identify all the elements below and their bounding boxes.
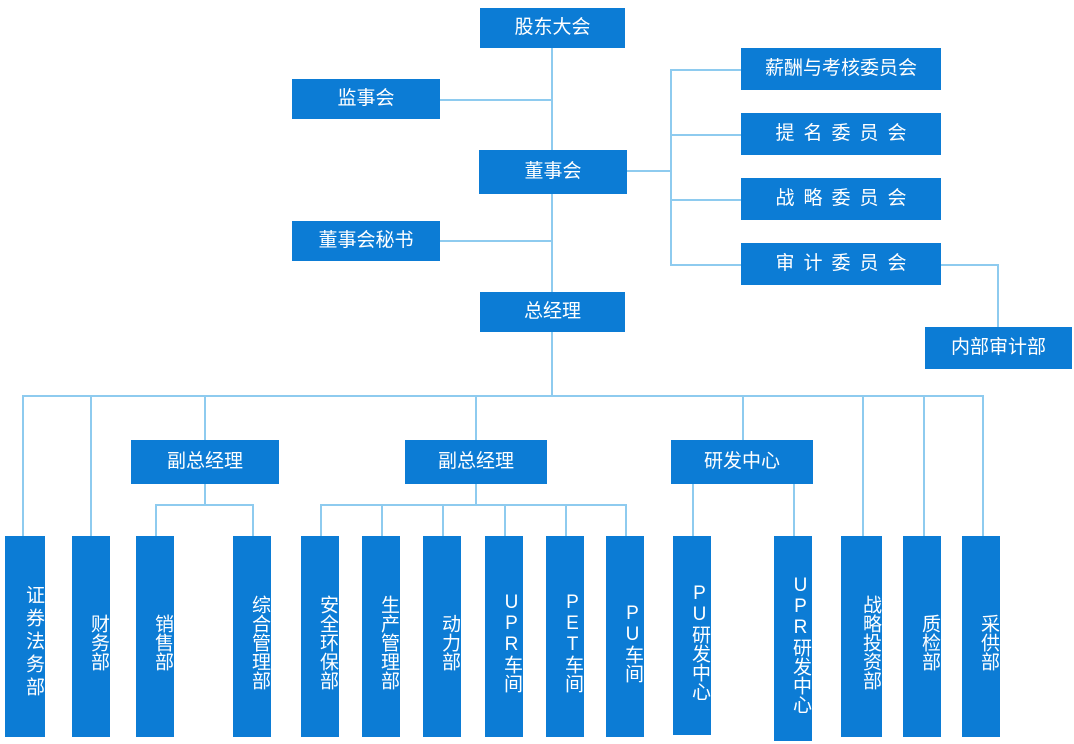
node-label: 动力部 [439,614,460,671]
line-bus-to-quality-inspection [923,395,925,536]
node-label: 销售部 [152,614,173,671]
node-label: PU车间 [622,602,643,683]
line-deputy-gm-2-to-production-mgmt [381,504,383,536]
line-bus-to-procurement-supply [982,395,984,536]
node-label: 研发中心 [703,450,780,472]
line-deputy-gm-1-bus [155,504,254,506]
line-secretary-to-spine [440,240,552,242]
node-label: 总经理 [523,300,581,322]
node-label: 董事会 [524,160,582,182]
line-bus-to-rd-center [742,395,744,440]
node-label: PU研发中心 [689,582,710,701]
line-audit-committee-to-right [941,264,998,266]
node-label: 监事会 [337,87,395,109]
node-internal-audit-dept[interactable]: 内部审计部 [925,327,1072,369]
line-deputy-gm-2-to-pu-workshop [625,504,627,536]
node-procurement-supply-dept[interactable]: 采供部 [962,536,1000,737]
node-label: UPR车间 [501,592,522,693]
node-pu-workshop[interactable]: PU车间 [606,536,644,737]
line-board-to-committee-bus [627,170,672,172]
node-quality-inspection-dept[interactable]: 质检部 [903,536,941,737]
line-deputy-gm-1-stem [204,483,206,505]
line-bus-to-deputy-gm-2 [475,395,477,440]
line-deputy-gm-1-to-sales [155,504,157,536]
line-deputy-gm-2-to-upr-workshop [504,504,506,536]
node-label: 质检部 [919,614,940,671]
node-remuneration-appraisal-committee[interactable]: 薪酬与考核委员会 [741,48,941,90]
node-board-of-directors[interactable]: 董事会 [479,150,627,194]
node-label: 审计委员会 [775,252,916,274]
node-label: 财务部 [88,614,109,671]
node-label: 证券法务部 [23,585,44,700]
line-bus-to-remuneration-committee [670,69,742,71]
line-deputy-gm-2-to-pet-workshop [565,504,567,536]
node-power-dept[interactable]: 动力部 [423,536,461,737]
node-production-management-dept[interactable]: 生产管理部 [362,536,400,737]
node-pu-rd-center[interactable]: PU研发中心 [673,536,711,735]
node-strategic-investment-dept[interactable]: 战略投资部 [841,536,882,737]
node-label: 内部审计部 [950,336,1046,358]
line-deputy-gm-2-to-power [442,504,444,536]
node-label: 生产管理部 [378,595,399,690]
line-deputy-gm-2-bus [320,504,626,506]
line-gm-to-main-bus [551,332,553,396]
node-label: 股东大会 [514,16,591,38]
node-label: 采供部 [978,614,999,671]
node-upr-workshop[interactable]: UPR车间 [485,536,523,737]
node-deputy-general-manager-1[interactable]: 副总经理 [131,440,279,484]
node-deputy-general-manager-2[interactable]: 副总经理 [405,440,547,484]
node-label: 董事会秘书 [318,229,414,251]
line-board-to-gm [551,194,553,294]
line-bus-to-nomination-committee [670,134,742,136]
node-label: PET车间 [562,592,583,693]
node-general-management-dept[interactable]: 综合管理部 [233,536,271,737]
line-rd-center-to-upr-rd [793,483,795,536]
line-shareholders-to-board [551,48,553,155]
node-upr-rd-center[interactable]: UPR研发中心 [774,536,812,741]
node-board-secretary[interactable]: 董事会秘书 [292,221,440,261]
node-label: 综合管理部 [249,595,270,690]
node-finance-dept[interactable]: 财务部 [72,536,110,737]
node-label: 战略委员会 [775,187,916,209]
node-nomination-committee[interactable]: 提名委员会 [741,113,941,155]
node-label: 副总经理 [437,450,514,472]
node-label: UPR研发中心 [790,575,811,714]
line-rd-center-to-pu-rd [692,483,694,536]
node-label: 提名委员会 [775,122,916,144]
node-board-of-supervisors[interactable]: 监事会 [292,79,440,119]
line-right-to-internal-audit [997,264,999,328]
line-deputy-gm-1-to-general-management [252,504,254,536]
node-label: 薪酬与考核委员会 [764,57,917,79]
line-supervisors-to-spine [440,99,552,101]
node-label: 战略投资部 [860,595,881,690]
line-committee-bus-vertical [670,69,672,266]
line-bus-to-deputy-gm-1 [204,395,206,440]
line-bus-to-securities-legal-affairs [22,395,24,536]
line-bus-to-strategy-committee [670,199,742,201]
node-shareholders-meeting[interactable]: 股东大会 [480,8,625,48]
node-label: 安全环保部 [317,595,338,690]
node-general-manager[interactable]: 总经理 [480,292,625,332]
line-deputy-gm-2-to-safety-env [320,504,322,536]
node-audit-committee[interactable]: 审计委员会 [741,243,941,285]
line-bus-to-strategic-investment [862,395,864,536]
node-sales-dept[interactable]: 销售部 [136,536,174,737]
node-strategy-committee[interactable]: 战略委员会 [741,178,941,220]
node-safety-environmental-dept[interactable]: 安全环保部 [301,536,339,737]
line-bus-to-audit-committee [670,264,742,266]
node-pet-workshop[interactable]: PET车间 [546,536,584,737]
node-rd-center[interactable]: 研发中心 [671,440,813,484]
line-deputy-gm-2-stem [475,483,477,505]
node-label: 副总经理 [166,450,243,472]
line-bus-to-finance [90,395,92,536]
main-horizontal-bus [22,395,983,397]
node-securities-legal-affairs-dept[interactable]: 证券法务部 [5,536,45,737]
